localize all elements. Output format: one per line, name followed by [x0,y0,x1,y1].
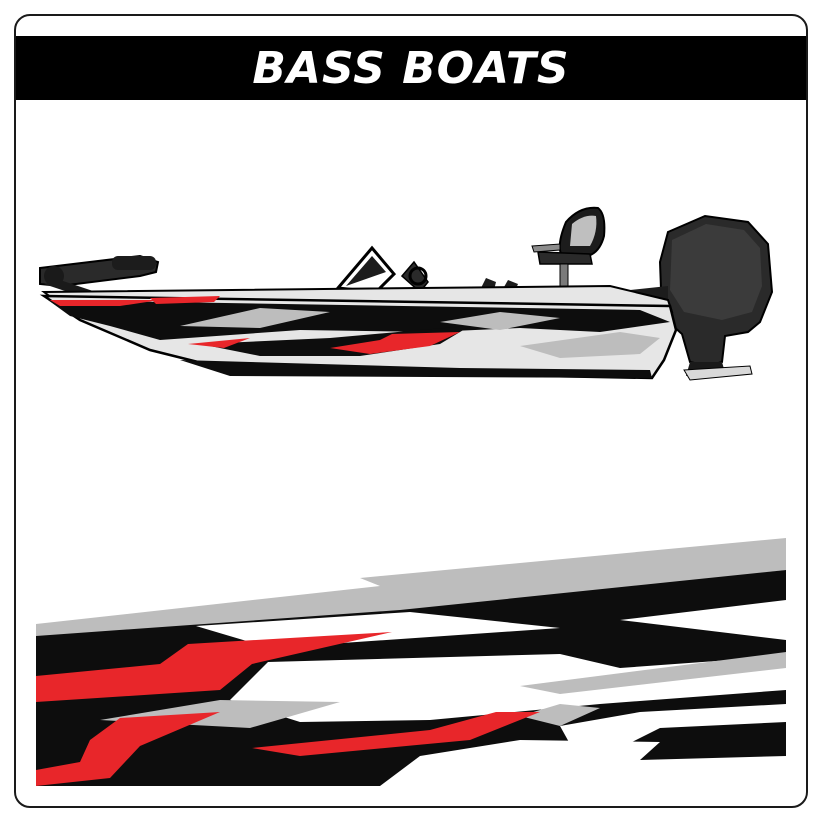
page-title: BASS BOATS [252,42,570,94]
outboard-motor [612,214,774,381]
decal-pattern [36,538,786,786]
title-banner: BASS BOATS [16,36,806,100]
boat-illustration [39,206,774,381]
driver-seat [531,206,606,299]
hull-wrap-graphics [48,296,670,378]
